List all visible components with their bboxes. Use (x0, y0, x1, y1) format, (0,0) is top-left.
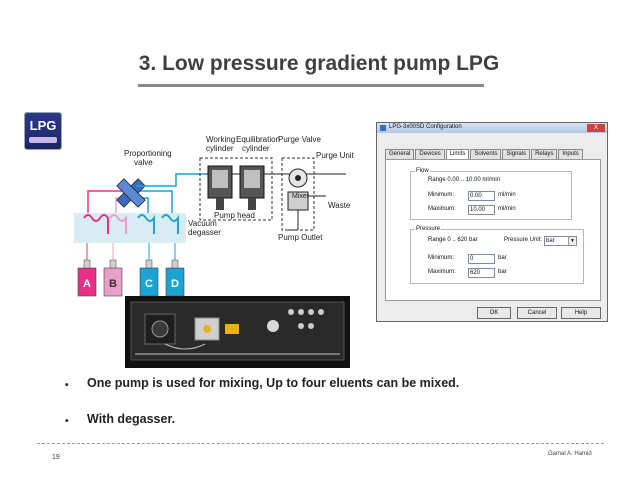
label-proportioning: Proportioning (124, 149, 172, 158)
dialog-app-icon (380, 125, 386, 131)
bottle-b-label: B (109, 278, 117, 290)
bullet-item: • One pump is used for mixing, Up to four… (58, 376, 459, 394)
pressure-max-unit: bar (498, 269, 507, 275)
footer-divider (37, 443, 604, 444)
pressure-min-unit: bar (498, 255, 507, 261)
flow-max-unit: ml/min (498, 206, 516, 212)
help-button[interactable]: Help (561, 307, 601, 319)
tab-signals[interactable]: Signals (502, 149, 531, 159)
cancel-button[interactable]: Cancel (517, 307, 557, 319)
bullet-dot-icon: • (65, 416, 69, 427)
valve-outlet-line (136, 173, 206, 187)
close-button[interactable]: X (587, 124, 605, 132)
ok-button[interactable]: OK (477, 307, 511, 319)
bullet-list: • One pump is used for mixing, Up to four… (58, 376, 459, 448)
flow-min-label: Minimum: (428, 192, 455, 198)
label-waste: Waste (328, 201, 351, 210)
label-valve: valve (134, 158, 153, 167)
cylinders-icon (207, 165, 265, 210)
pump-hardware-photo (125, 296, 350, 368)
pressure-min-input[interactable]: 0 (468, 254, 495, 264)
solvent-bottles (77, 259, 185, 297)
logo-bar (29, 137, 57, 143)
label-equilibration: Equilibration (236, 135, 280, 144)
pressure-unit-select[interactable]: bar ▼ (544, 236, 577, 246)
chevron-down-icon[interactable]: ▼ (568, 237, 576, 245)
dialog-title: LPG-3x00SD Configuration (389, 124, 462, 130)
label-purge-unit: Purge Unit (316, 151, 355, 160)
flow-max-input[interactable]: 10.00 (468, 205, 495, 215)
pressure-max-label: Maximum: (428, 269, 456, 275)
dialog-titlebar[interactable]: LPG-3x00SD Configuration X (377, 123, 607, 133)
flow-group: Flow (410, 168, 572, 220)
bottle-d-label: D (171, 278, 179, 290)
lpg-configuration-dialog: LPG-3x00SD Configuration X General Devic… (376, 122, 608, 322)
bullet-item: • With degasser. (58, 412, 459, 430)
proportioning-valve-icon (116, 178, 146, 208)
pressure-group: Pressure (410, 226, 584, 284)
bullet-text: One pump is used for mixing, Up to four … (87, 376, 460, 390)
label-pump-head: Pump head (214, 211, 255, 220)
logo-text: LPG (29, 118, 57, 133)
flow-max-label: Maximum: (428, 206, 456, 212)
pump-head-box (199, 157, 273, 221)
flow-min-input[interactable]: 0.00 (468, 191, 495, 201)
limits-panel: Flow Range 0.00 .. 10.00 ml/min Minimum:… (385, 159, 601, 301)
pressure-min-label: Minimum: (428, 255, 455, 261)
pressure-legend: Pressure (416, 226, 441, 232)
footer-author: Gamal A. Hamid (548, 451, 592, 457)
pressure-max-input[interactable]: 620 (468, 268, 495, 278)
dialog-tabs: General Devices Limits Solvents Signals … (385, 149, 584, 159)
pressure-unit-value: bar (546, 238, 555, 244)
page-number: 19 (52, 454, 60, 461)
label-eq-cylinder: cylinder (242, 144, 270, 153)
label-purge-valve: Purge Valve (278, 135, 322, 144)
lpg-logo-icon: LPG (24, 112, 62, 150)
slide-title: 3. Low pressure gradient pump LPG (138, 52, 500, 75)
label-working: Working (206, 135, 235, 144)
tab-limits[interactable]: Limits (445, 149, 470, 159)
bullet-dot-icon: • (65, 380, 69, 391)
label-vacuum: Vacuum (188, 219, 217, 228)
tab-inputs[interactable]: Inputs (558, 149, 583, 159)
degasser-coils (83, 214, 179, 234)
label-mixer: Mixer (292, 193, 310, 200)
bullet-text: With degasser. (87, 412, 176, 426)
tab-solvents[interactable]: Solvents (470, 149, 502, 159)
flow-range: Range 0.00 .. 10.00 ml/min (428, 177, 501, 183)
label-degasser: degasser (188, 228, 221, 237)
bottle-lines (86, 243, 176, 260)
pressure-range: Range 0 .. 620 bar (428, 237, 478, 243)
pressure-unit-label: Pressure Unit: (504, 237, 543, 243)
tab-relays[interactable]: Relays (531, 149, 558, 159)
flow-min-unit: ml/min (498, 192, 516, 198)
lpg-pump-diagram: A B C D Proportioning valve Working cyli… (74, 135, 355, 297)
tab-devices[interactable]: Devices (415, 149, 445, 159)
tab-general[interactable]: General (385, 149, 415, 159)
bottle-a-label: A (83, 278, 91, 290)
label-pump-outlet: Pump Outlet (278, 233, 323, 242)
flow-legend: Flow (416, 168, 429, 174)
label-cylinder: cylinder (206, 144, 234, 153)
title-underline (138, 84, 484, 87)
bottle-c-label: C (145, 278, 153, 290)
